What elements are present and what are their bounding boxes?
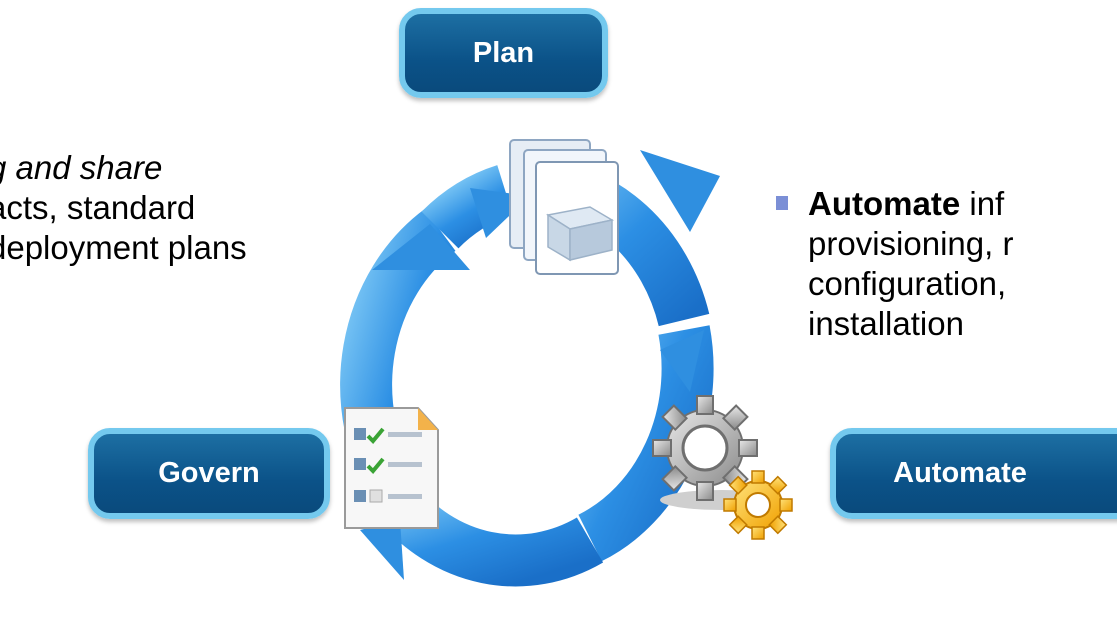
left-line-2: acts, standard [0,189,196,226]
left-line-3: deployment plans [0,229,247,266]
documents-box-icon [509,139,619,275]
automate-keyword: Automate [808,185,961,222]
right-description: Automate inf provisioning, r configurati… [808,184,1013,344]
left-line-1: g and share [0,149,163,186]
right-line-1: Automate inf [808,184,1013,224]
right-line-2: provisioning, r [808,225,1014,262]
right-line-3: configuration, [808,265,1007,302]
plan-label-text: Plan [472,36,535,69]
plan-phase-label: Plan [399,8,608,98]
right-line-4: installation [808,305,964,342]
bullet-marker [776,196,788,210]
govern-label-text: Govern [158,457,260,489]
checklist-icon [344,407,439,529]
left-description: g and share acts, standard deployment pl… [0,148,247,268]
gears-icon [652,395,793,540]
automate-phase-label: Automate [830,428,1117,519]
automate-label-text: Automate [893,457,1027,489]
govern-phase-label: Govern [88,428,330,519]
right-line-1-rest: inf [960,185,1005,222]
